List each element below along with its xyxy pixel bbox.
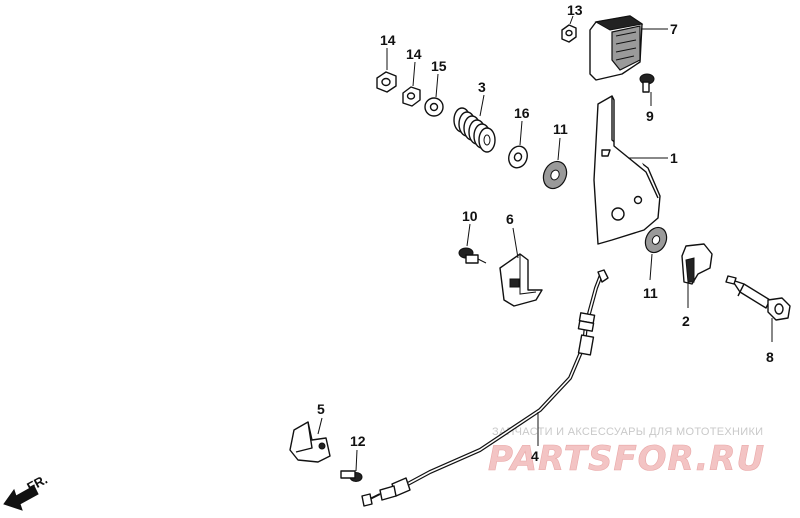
callout-14-right: 14 [406,46,422,62]
callout-10: 10 [462,208,478,224]
callout-11-lower: 11 [643,285,658,301]
nut-13 [561,24,577,43]
clip-2 [681,243,713,285]
cable-4 [361,269,609,507]
bracket-6 [499,253,543,307]
bracket-1 [593,95,661,245]
callout-9: 9 [646,108,654,124]
callout-15: 15 [431,58,447,74]
front-direction-marker: FR. [3,472,50,511]
bolt-8 [725,275,791,321]
bracket-5 [289,421,331,463]
callout-13: 13 [567,2,583,18]
callout-8: 8 [766,349,774,365]
nut-14-right [402,86,421,107]
callout-14-left: 14 [380,32,396,48]
nut-14-left [376,71,397,93]
callout-7: 7 [670,21,678,37]
washer-11-lower [644,226,668,254]
callout-5: 5 [317,401,325,417]
bolt-9 [639,73,655,93]
callout-4: 4 [531,448,539,464]
front-arrow-icon [3,485,39,511]
callout-3: 3 [478,79,486,95]
washer-15 [424,97,444,117]
callout-1: 1 [670,150,678,166]
callout-16: 16 [514,105,530,121]
spring-3 [453,107,496,153]
watermark-logo: PARTSFOR.RU [488,439,765,479]
watermark-caption: ЗАПЧАСТИ И АКСЕССУАРЫ ДЛЯ МОТОТЕХНИКИ [492,426,763,438]
callout-12: 12 [350,433,366,449]
bolt-10 [458,247,487,264]
washer-16 [508,145,528,169]
cover-7 [589,15,644,81]
bolt-12 [340,470,363,482]
watermark: ЗАПЧАСТИ И АКСЕССУАРЫ ДЛЯ МОТОТЕХНИКИ PA… [488,426,765,479]
washer-11-top [542,160,568,190]
callout-11-top: 11 [553,121,568,137]
callout-2: 2 [682,313,690,329]
callout-6: 6 [506,211,514,227]
